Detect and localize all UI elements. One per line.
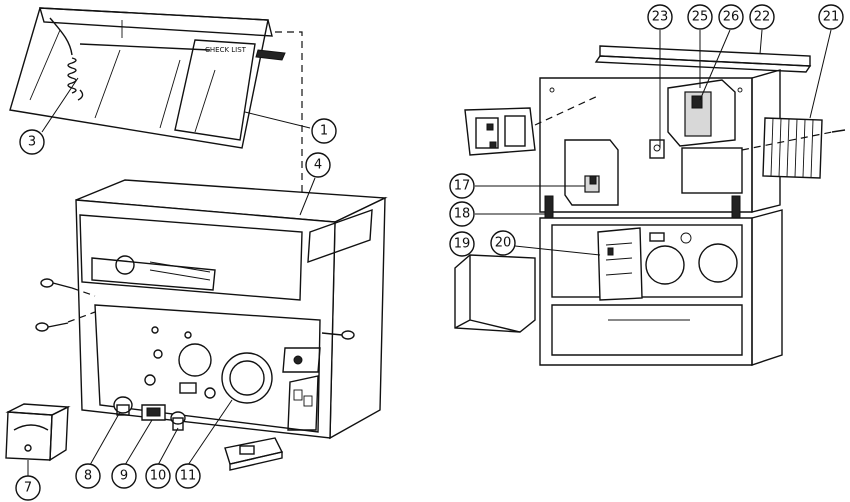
callout-9-label: 9 (120, 469, 128, 484)
callout-8-label: 8 (84, 469, 92, 484)
callout-21: 21 (818, 4, 844, 30)
leader-lines (27, 29, 832, 478)
bottom-bracket (224, 437, 284, 471)
callout-22: 22 (749, 4, 775, 30)
callout-3: 3 (19, 129, 45, 155)
callout-7: 7 (15, 475, 41, 501)
callout-1-label: 1 (320, 124, 328, 139)
callout-4: 4 (305, 152, 331, 178)
callout-17-label: 17 (454, 179, 471, 194)
callout-23-label: 23 (652, 10, 669, 25)
lower-chassis (539, 209, 783, 366)
part-21-heatsink (762, 117, 846, 179)
part-19-cover (454, 254, 536, 333)
part-22-top-rail (594, 45, 812, 73)
part-8-knob (113, 396, 133, 416)
callout-19: 19 (449, 231, 475, 257)
callout-23: 23 (647, 4, 673, 30)
callout-9: 9 (111, 463, 137, 489)
callout-21-label: 21 (823, 10, 840, 25)
callout-22-label: 22 (754, 10, 771, 25)
callout-20: 20 (490, 230, 516, 256)
part-20-board (597, 227, 643, 301)
part-9-switch (141, 404, 166, 421)
callout-19-label: 19 (454, 237, 471, 252)
callout-10-label: 10 (150, 469, 167, 484)
callout-1: 1 (311, 118, 337, 144)
cover-label-text: CHECK LIST (205, 46, 247, 54)
part-1-cover: CHECK LIST (9, 7, 286, 149)
callout-3-label: 3 (28, 135, 36, 150)
callout-7-label: 7 (24, 481, 32, 496)
callout-4-label: 4 (314, 158, 322, 173)
callout-18-label: 18 (454, 207, 471, 222)
callout-8: 8 (75, 463, 101, 489)
callout-10: 10 (145, 463, 171, 489)
callout-20-label: 20 (495, 236, 512, 251)
callout-25: 25 (687, 4, 713, 30)
callout-26-label: 26 (723, 10, 740, 25)
callout-17: 17 (449, 173, 475, 199)
callout-25-label: 25 (692, 10, 709, 25)
callout-11: 11 (175, 463, 201, 489)
callout-26: 26 (718, 4, 744, 30)
callout-18: 18 (449, 201, 475, 227)
part-3-spring (49, 17, 84, 101)
part-4-housing (75, 179, 388, 440)
callout-11-label: 11 (180, 469, 197, 484)
left-transformer (464, 107, 536, 156)
screws-left (35, 278, 355, 340)
part-10-pilot (170, 411, 186, 431)
part-7-meter (5, 403, 71, 462)
part-25-26-relay (667, 79, 736, 147)
part-23-terminal (649, 139, 665, 159)
part-17-module (564, 139, 619, 206)
